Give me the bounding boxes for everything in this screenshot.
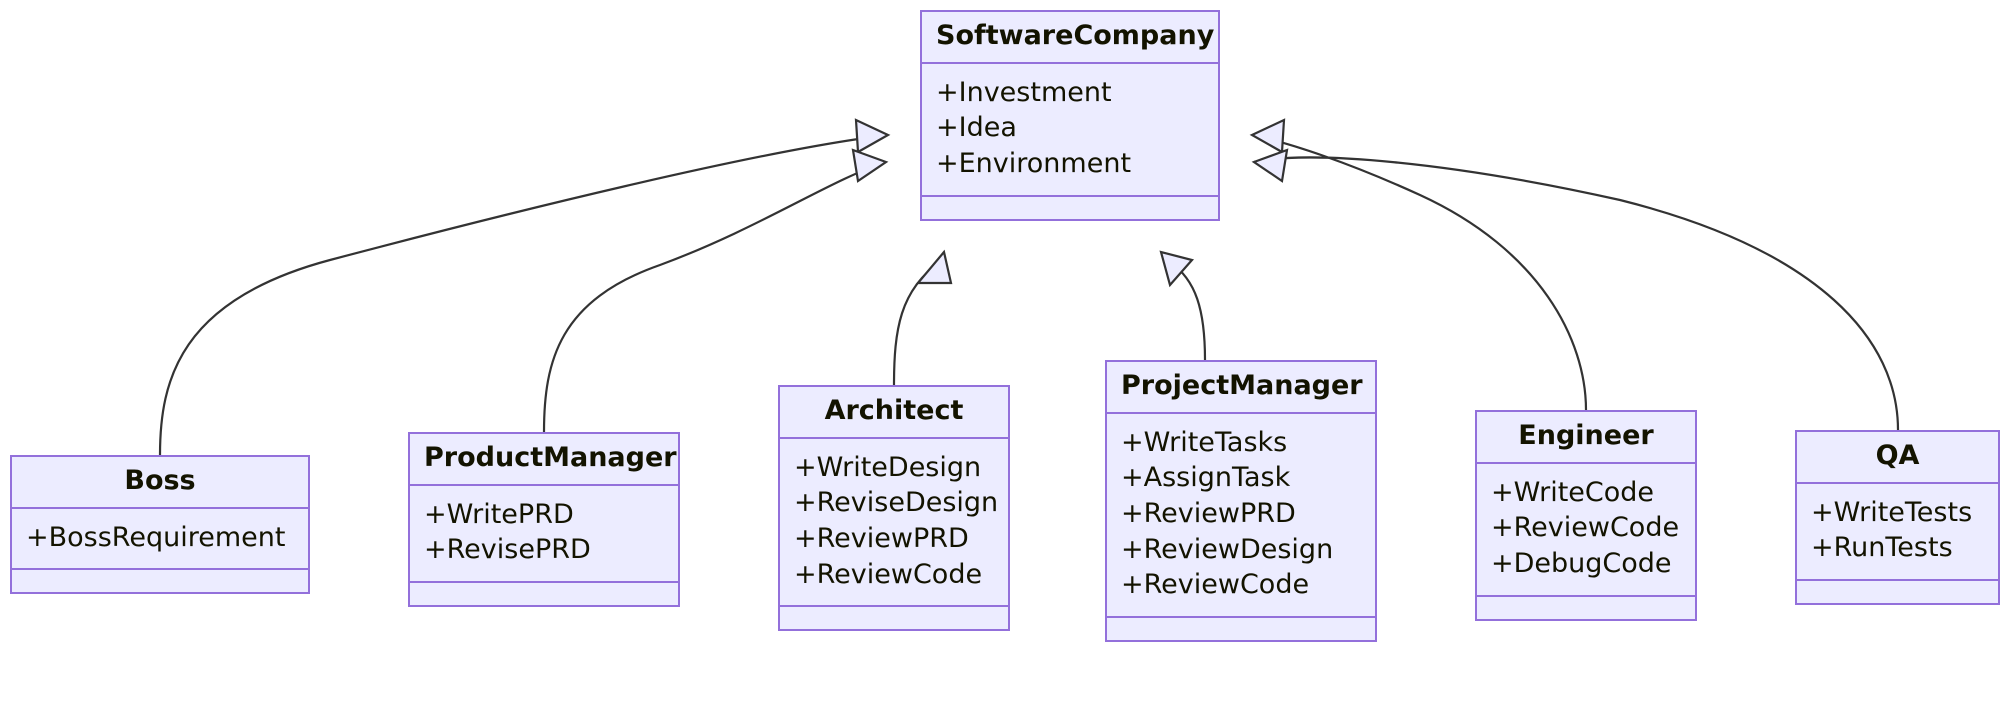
class-title-productmanager: ProductManager xyxy=(410,434,678,486)
class-title-architect: Architect xyxy=(780,387,1008,439)
class-title-engineer: Engineer xyxy=(1477,412,1695,464)
class-member: +ReviewPRD xyxy=(794,522,969,554)
class-member: +Investment xyxy=(936,76,1112,108)
class-members-softwarecompany: +Investment +Idea +Environment xyxy=(922,64,1218,197)
class-node-engineer[interactable]: Engineer +WriteCode +ReviewCode +DebugCo… xyxy=(1475,410,1697,621)
class-node-qa[interactable]: QA +WriteTests +RunTests xyxy=(1795,430,2000,605)
class-member: +RunTests xyxy=(1811,532,1953,564)
class-methods-projectmanager xyxy=(1107,618,1375,640)
class-title-qa: QA xyxy=(1797,432,1998,484)
class-title-softwarecompany: SoftwareCompany xyxy=(922,12,1218,64)
class-node-projectmanager[interactable]: ProjectManager +WriteTasks +AssignTask +… xyxy=(1105,360,1377,642)
class-member: +ReviewPRD xyxy=(1121,497,1296,529)
class-member: +WriteDesign xyxy=(794,451,982,483)
class-methods-qa xyxy=(1797,581,1998,603)
class-methods-boss xyxy=(12,570,308,592)
class-member: +ReviewDesign xyxy=(1121,533,1334,565)
class-member: +WriteCode xyxy=(1491,476,1655,508)
class-member: +WritePRD xyxy=(424,498,574,530)
class-methods-softwarecompany xyxy=(922,197,1218,219)
class-members-engineer: +WriteCode +ReviewCode +DebugCode xyxy=(1477,464,1695,597)
edge-architect-to-softwarecompany xyxy=(892,249,953,386)
class-methods-architect xyxy=(780,607,1008,629)
class-member: +BossRequirement xyxy=(26,521,286,553)
class-member: +Idea xyxy=(936,112,1017,144)
class-title-projectmanager: ProjectManager xyxy=(1107,362,1375,414)
class-methods-engineer xyxy=(1477,597,1695,619)
class-members-productmanager: +WritePRD +RevisePRD xyxy=(410,486,678,583)
class-member: +DebugCode xyxy=(1491,547,1672,579)
class-node-softwarecompany[interactable]: SoftwareCompany +Investment +Idea +Envir… xyxy=(920,10,1220,221)
class-node-productmanager[interactable]: ProductManager +WritePRD +RevisePRD xyxy=(408,432,680,607)
class-member: +AssignTask xyxy=(1121,462,1291,494)
edge-projectmanager-to-softwarecompany xyxy=(1159,250,1207,361)
class-member: +RevisePRD xyxy=(424,534,591,566)
class-methods-productmanager xyxy=(410,583,678,605)
class-node-boss[interactable]: Boss +BossRequirement xyxy=(10,455,310,595)
class-members-architect: +WriteDesign +ReviseDesign +ReviewPRD +R… xyxy=(780,439,1008,608)
class-member: +ReviewCode xyxy=(1491,512,1680,544)
class-member: +ReviewCode xyxy=(1121,569,1310,601)
class-node-architect[interactable]: Architect +WriteDesign +ReviseDesign +Re… xyxy=(778,385,1010,632)
class-members-projectmanager: +WriteTasks +AssignTask +ReviewPRD +Revi… xyxy=(1107,414,1375,618)
class-member: +WriteTests xyxy=(1811,496,1973,528)
class-member: +ReviewCode xyxy=(794,558,983,590)
class-members-boss: +BossRequirement xyxy=(12,509,308,571)
class-member: +ReviseDesign xyxy=(794,487,999,519)
class-member: +WriteTasks xyxy=(1121,426,1288,458)
class-title-boss: Boss xyxy=(12,457,308,509)
class-member: +Environment xyxy=(936,147,1132,179)
class-members-qa: +WriteTests +RunTests xyxy=(1797,484,1998,581)
